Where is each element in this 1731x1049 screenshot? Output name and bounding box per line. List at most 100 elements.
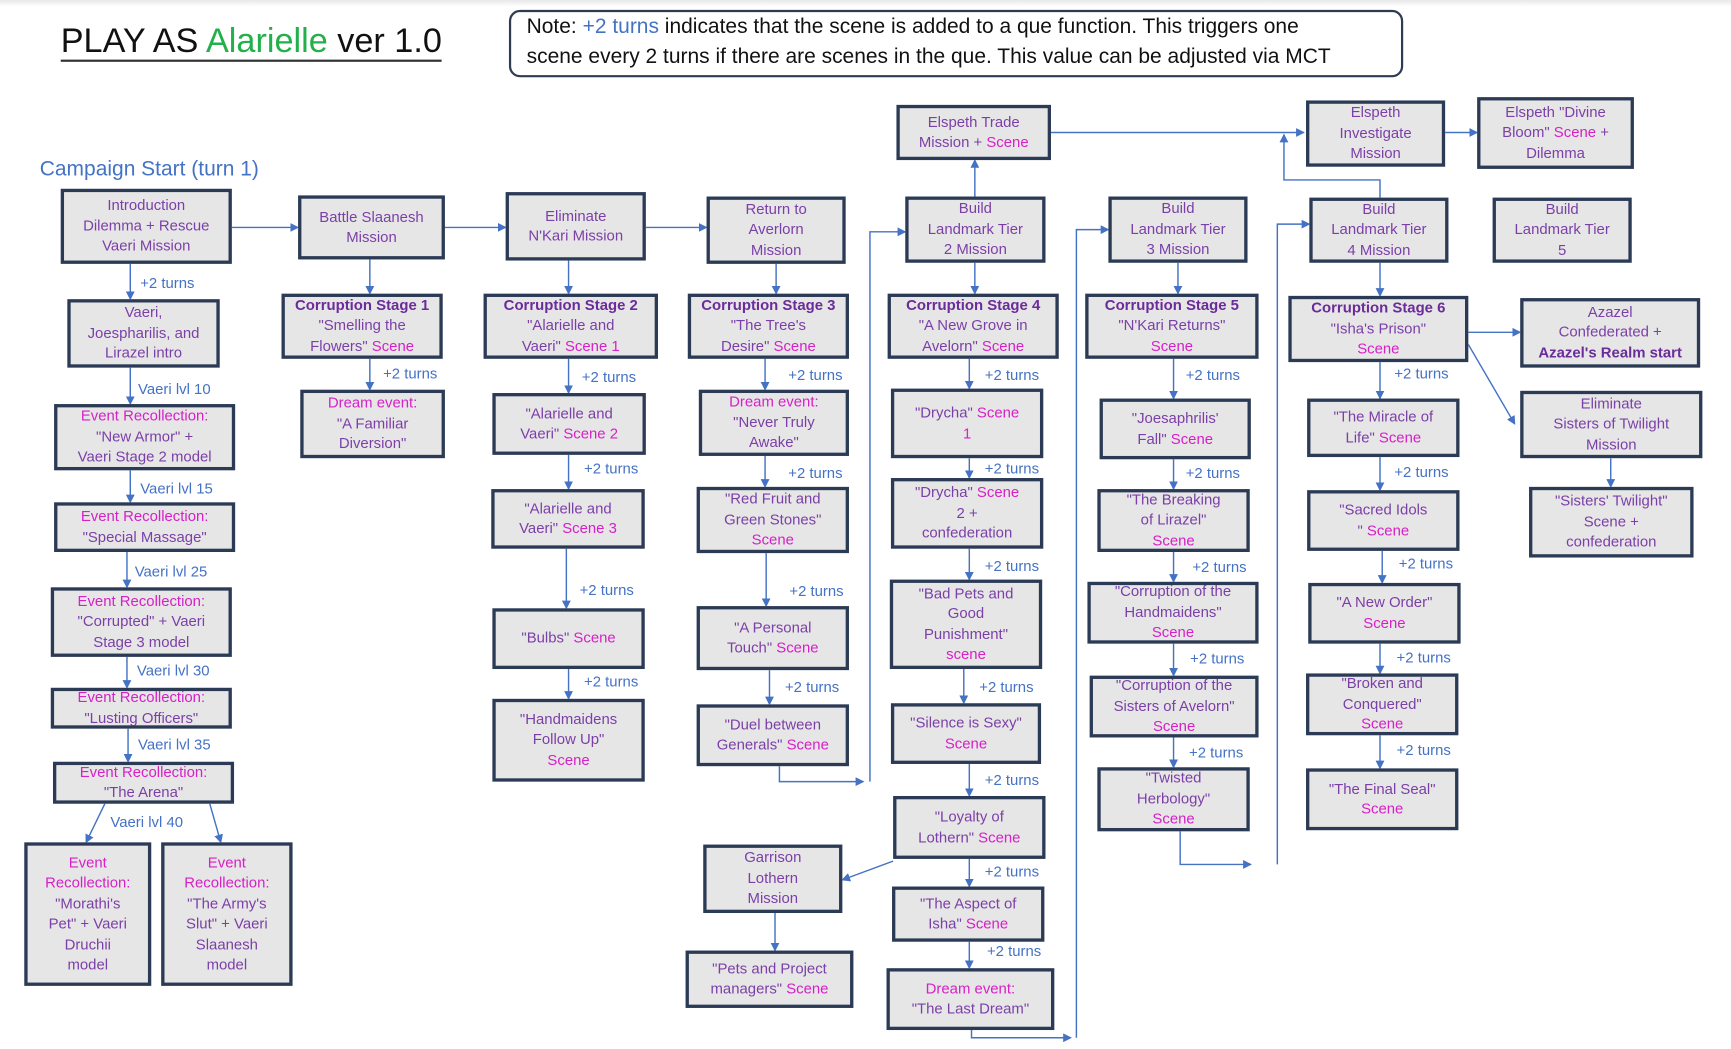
turn-delay-label: +2 turns (984, 460, 1040, 477)
node-text: "Special Massage" (82, 528, 207, 545)
node-line: Awake" (749, 433, 799, 453)
note-line-2: scene every 2 turns if there are scenes … (526, 45, 1331, 69)
node-text: "Broken and (1341, 674, 1423, 692)
node-line: Event Recollection: (81, 507, 209, 527)
node-text: Joespharilis, and (87, 324, 200, 341)
node-line: Scene (1152, 623, 1194, 643)
node-text: Vaeri Mission (102, 237, 191, 255)
scene-tag: Scene (1361, 715, 1404, 733)
node-text: Sisters of Twilight (1553, 415, 1670, 432)
node-line: Mission (1586, 435, 1637, 455)
node-line: "New Armor" + (96, 427, 193, 447)
title-name: Alarielle (205, 20, 328, 60)
node-line: Lothern (748, 869, 799, 889)
turn-delay-label: +2 turns (789, 582, 844, 600)
node-line: Elspeth Trade (928, 112, 1020, 132)
node-line: "The Army's (187, 894, 266, 914)
node-text: "Duel between (724, 715, 822, 733)
scene-tag: Scene (1361, 800, 1404, 817)
scene-tag: Scene (1152, 531, 1195, 549)
node-silence: "Silence is Sexy"Scene (890, 703, 1042, 764)
node-text: N'Kari Mission (528, 227, 624, 244)
node-text: Vaeri" (521, 337, 565, 355)
note-highlight: +2 turns (582, 15, 659, 39)
node-line: "Never Truly (733, 413, 814, 433)
level-requirement-label: Vaeri lvl 25 (134, 563, 208, 580)
scene-tag: Event Recollection: (79, 763, 208, 780)
node-text: "The Army's (187, 894, 267, 912)
stage-heading: Corruption Stage 3 (701, 296, 836, 314)
node-text: "The Final Seal" (1328, 779, 1436, 797)
node-text: Bloom" (1502, 123, 1554, 141)
connector-arrow (85, 803, 106, 844)
node-text: "Loyalty of (934, 808, 1004, 825)
node-text: "Joesaphrilis' (1131, 409, 1219, 427)
node-line: Flowers" Scene (310, 336, 414, 356)
node-line: scene (946, 645, 986, 665)
turn-delay-label: +2 turns (584, 673, 639, 690)
node-line: "Sacred Idols (1339, 500, 1427, 520)
node-line: "The Breaking (1127, 490, 1221, 510)
node-line: Isha" Scene (928, 914, 1008, 934)
connector-arrow (1179, 831, 1252, 869)
node-line: Scene (1361, 799, 1403, 819)
node-line: Desire" Scene (721, 336, 816, 356)
node-line: Elspeth "Divine (1505, 102, 1606, 122)
node-line: Recollection: (184, 873, 269, 893)
node-dream-last: Dream event:"The Last Dream" (886, 968, 1055, 1031)
node-line: Return to (745, 200, 806, 220)
node-line: Vaeri Mission (102, 237, 190, 257)
node-line: "Morathi's (55, 894, 120, 914)
node-line: Vaeri Stage 2 model (78, 447, 212, 467)
node-line: confederation (1566, 532, 1656, 552)
node-line: Averlorn (748, 220, 803, 240)
node-text: "Never Truly (733, 413, 815, 431)
node-line: model (67, 955, 108, 975)
node-line: "Loyalty of (935, 807, 1004, 827)
node-line: "N'Kari Returns" (1118, 316, 1225, 336)
turn-delay-label: +2 turns (581, 368, 637, 386)
node-text: "Red Fruit and (725, 490, 821, 508)
node-text: Landmark Tier (1130, 220, 1226, 238)
node-line: Vaeri" Scene 2 (520, 424, 618, 444)
top-edge (0, 0, 1731, 7)
node-line: managers" Scene (710, 979, 828, 999)
scene-tag: Scene (1366, 521, 1410, 539)
node-line: Mission (751, 240, 802, 260)
connector-arrow (841, 860, 894, 882)
node-line: Landmark Tier (1515, 220, 1610, 240)
node-line: "Sisters' Twilight" (1555, 492, 1668, 512)
node-text: managers" (710, 980, 787, 997)
node-text: "The Arena" (103, 783, 184, 801)
node-line: Life" Scene (1345, 428, 1421, 448)
node-text: Confederated + (1558, 323, 1662, 341)
scene-tag: Scene (978, 828, 1021, 846)
scene-tag: Scene 3 (562, 519, 617, 537)
node-line: Vaeri, (125, 303, 163, 323)
node-text: Fall" (1137, 430, 1171, 447)
scene-tag: Scene (773, 337, 816, 355)
node-text: Landmark Tier (1331, 221, 1427, 238)
node-line: Landmark Tier (1331, 220, 1426, 240)
node-cs5: Corruption Stage 5"N'Kari Returns"Scene (1085, 293, 1259, 359)
node-line: Handmaidens" (1124, 603, 1221, 623)
node-text: model (67, 956, 109, 973)
node-text: Eliminate (1580, 394, 1642, 412)
node-text: 2 Mission (943, 240, 1007, 258)
node-line: Mission (1350, 144, 1401, 164)
node-text: Touch" (727, 639, 777, 656)
node-text: "Morathi's (55, 894, 121, 912)
node-text: "Isha's Prison" (1330, 319, 1427, 337)
node-text: Mission (750, 241, 802, 259)
node-text: Herbology" (1136, 790, 1211, 807)
